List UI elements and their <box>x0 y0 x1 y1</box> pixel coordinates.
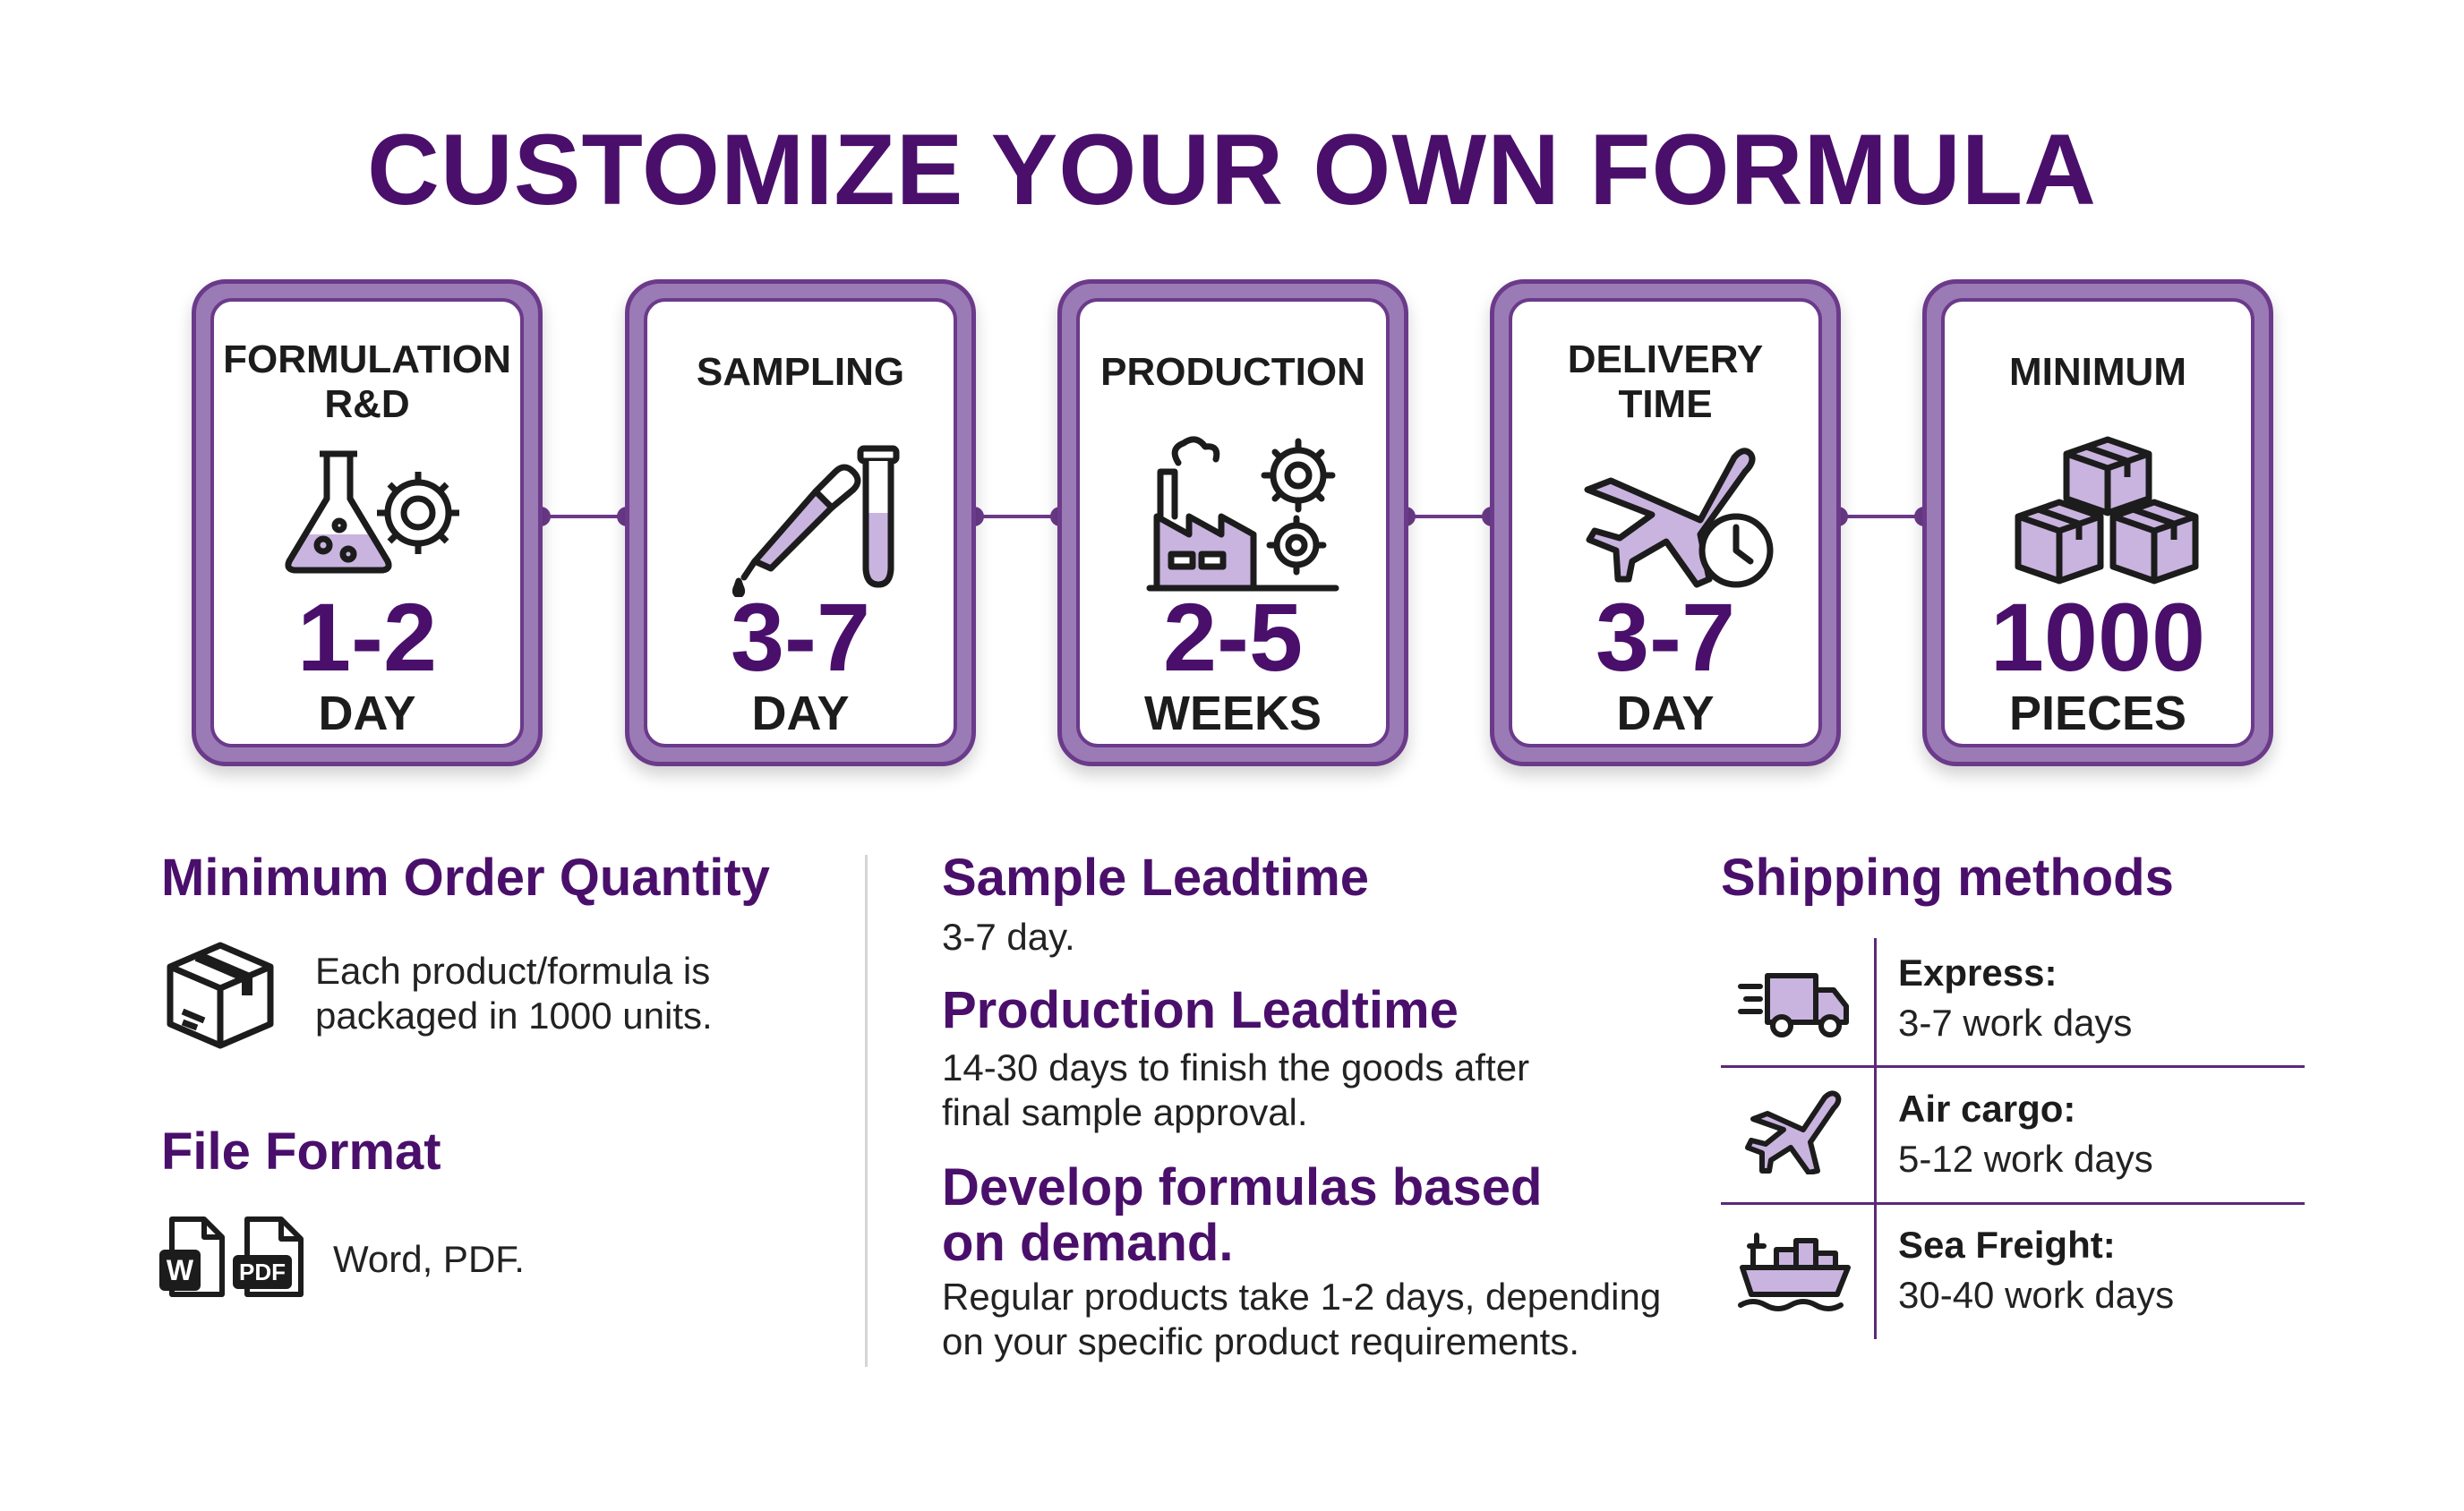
moq-text: Each product/formula is packaged in 1000… <box>315 950 713 1037</box>
step-unit: WEEKS <box>1143 687 1322 740</box>
ship-icon <box>1738 1233 1851 1311</box>
step-unit: PIECES <box>2008 687 2187 740</box>
step-card-delivery: DELIVERY TIME 3-7 DAY <box>1490 279 1841 766</box>
shipping-divider <box>1721 1065 2305 1068</box>
develop-heading: Develop formulas based on demand. <box>942 1158 1543 1272</box>
sample-leadtime-heading: Sample Leadtime <box>942 849 1370 907</box>
step-card-sampling: SAMPLING 3-7 DAY <box>625 279 976 766</box>
dropper-testtube-icon <box>732 445 900 597</box>
moq-heading: Minimum Order Quantity <box>161 849 770 907</box>
airplane-icon <box>1745 1090 1842 1174</box>
step-label: DELIVERY TIME <box>1567 337 1764 426</box>
step-value: 3-7 <box>730 583 871 691</box>
boxes-icon <box>2015 436 2199 585</box>
connector <box>1406 515 1492 518</box>
step-label: MINIMUM <box>2009 350 2186 394</box>
shipping-method-name: Express: <box>1898 952 2058 994</box>
production-leadtime-text: 14-30 days to finish the goods after fin… <box>942 1046 1530 1133</box>
develop-text: Regular products take 1-2 days, dependin… <box>942 1276 1662 1362</box>
file-format-heading: File Format <box>161 1123 441 1181</box>
step-label: FORMULATION R&D <box>223 337 511 426</box>
steps-row: FORMULATION R&D 1-2 DAY <box>192 279 2273 766</box>
truck-icon <box>1738 973 1849 1037</box>
sample-leadtime-text: 3-7 day. <box>942 916 1075 958</box>
pdf-badge: PDF <box>239 1259 286 1285</box>
step-card-minimum: MINIMUM 1000 PIECES <box>1922 279 2273 766</box>
file-format-text: Word, PDF. <box>333 1238 525 1280</box>
connector <box>541 515 627 518</box>
shipping-method-time: 30-40 work days <box>1898 1274 2175 1316</box>
flask-gear-icon <box>285 450 459 574</box>
shipping-method-name: Sea Freight: <box>1898 1224 2116 1266</box>
box-icon <box>167 942 274 1049</box>
step-label: SAMPLING <box>696 350 905 394</box>
step-value: 1000 <box>1989 583 2206 691</box>
word-badge: W <box>166 1254 194 1286</box>
shipping-divider <box>1721 1202 2305 1205</box>
shipping-heading: Shipping methods <box>1721 849 2174 907</box>
connector <box>1838 515 1924 518</box>
step-unit: DAY <box>751 687 850 740</box>
shipping-method-name: Air cargo: <box>1898 1088 2076 1130</box>
airplane-clock-icon <box>1584 448 1774 588</box>
step-card-production: PRODUCTION 2-5 WE <box>1057 279 1408 766</box>
step-label: PRODUCTION <box>1100 350 1365 394</box>
step-unit: DAY <box>318 687 416 740</box>
page-title: CUSTOMIZE YOUR OWN FORMULA <box>366 114 2098 226</box>
pdf-file-icon: PDF <box>231 1216 306 1298</box>
factory-gears-icon <box>1146 436 1339 592</box>
word-file-icon: W <box>158 1216 226 1298</box>
shipping-method-time: 3-7 work days <box>1898 1002 2133 1044</box>
step-value: 3-7 <box>1595 583 1736 691</box>
shipping-method-time: 5-12 work days <box>1898 1138 2153 1180</box>
column-divider <box>865 855 868 1367</box>
shipping-divider-vertical <box>1874 938 1877 1339</box>
step-unit: DAY <box>1616 687 1715 740</box>
step-value: 1-2 <box>296 583 438 691</box>
step-card-formulation: FORMULATION R&D 1-2 DAY <box>192 279 543 766</box>
step-value: 2-5 <box>1162 583 1304 691</box>
connector <box>974 515 1060 518</box>
production-leadtime-heading: Production Leadtime <box>942 981 1459 1039</box>
